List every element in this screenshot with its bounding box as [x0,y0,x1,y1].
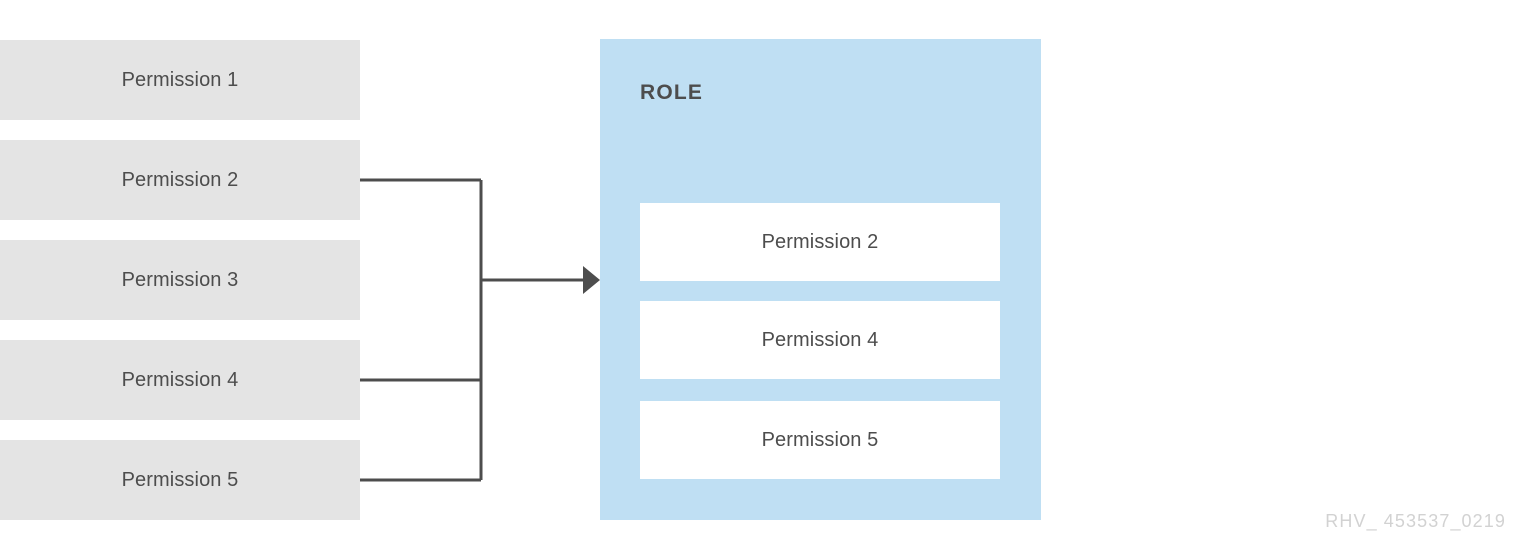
role-permission-item-3[interactable]: Permission 5 [640,401,1000,479]
role-permission-label: Permission 2 [761,230,879,253]
role-permission-item-1[interactable]: Permission 2 [640,203,1000,281]
watermark-label: RHV_ 453537_0219 [1325,511,1506,531]
role-permission-label: Permission 4 [761,328,879,351]
arrow-right-icon [583,266,600,294]
permission-box-5[interactable]: Permission 5 [0,440,360,520]
permission-box-label: Permission 1 [121,68,239,91]
permission-box-label: Permission 5 [121,468,239,491]
permission-box-3[interactable]: Permission 3 [0,240,360,320]
role-container: ROLE Permission 2 Permission 4 Permissio… [600,39,1041,520]
role-permission-item-2[interactable]: Permission 4 [640,301,1000,379]
permission-box-2[interactable]: Permission 2 [0,140,360,220]
role-heading: ROLE [640,81,704,104]
role-permission-label: Permission 5 [761,428,879,451]
permission-box-label: Permission 3 [121,268,239,291]
permission-box-4[interactable]: Permission 4 [0,340,360,420]
permission-box-1[interactable]: Permission 1 [0,40,360,120]
permission-box-label: Permission 4 [121,368,239,391]
permission-box-label: Permission 2 [121,168,239,191]
